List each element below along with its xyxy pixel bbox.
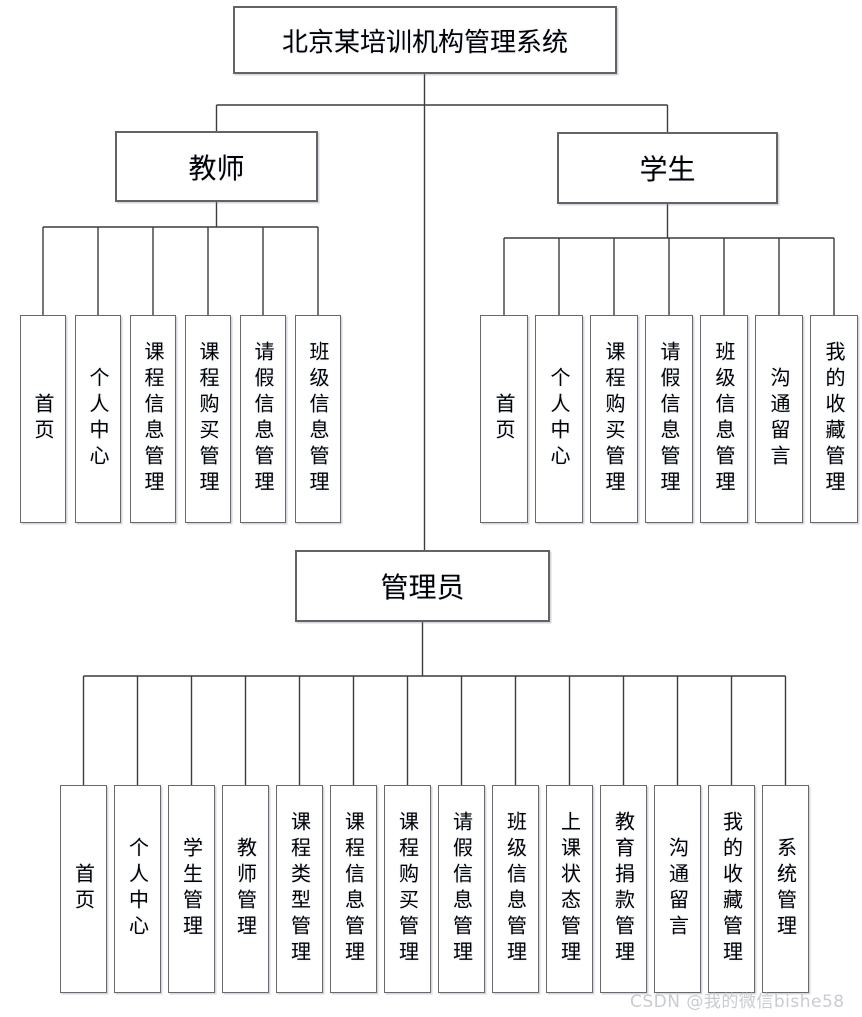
leaf-admin-course-purchase-mgmt: 课程购买管理 [384,785,431,993]
leaf-student-leave-info-mgmt: 请假信息管理 [645,315,693,523]
leaf-admin-leave-info-mgmt: 请假信息管理 [438,785,485,993]
leaf-student-home: 首页 [480,315,528,523]
root-node-system-title: 北京某培训机构管理系统 [233,6,617,74]
branch-node-teacher: 教师 [115,131,318,202]
leaf-admin-education-donation-mgmt: 教育捐款管理 [600,785,647,993]
branch-node-student: 学生 [557,132,778,204]
leaf-teacher-course-purchase-mgmt: 课程购买管理 [185,315,231,523]
branch-node-teacher-label: 教师 [188,151,245,185]
leaf-admin-personal-center: 个人中心 [114,785,161,993]
leaf-teacher-home: 首页 [20,315,66,523]
leaf-student-communication-msg: 沟通留言 [755,315,803,523]
admin-children-group: 首页 个人中心 学生管理 教师管理 课程类型管理 课程信息管理 课程购买管理 请… [60,785,809,993]
leaf-admin-class-info-mgmt: 班级信息管理 [492,785,539,993]
leaf-teacher-personal-center: 个人中心 [75,315,121,523]
branch-node-admin: 管理员 [295,550,550,622]
leaf-student-personal-center: 个人中心 [535,315,583,523]
root-node-label: 北京某培训机构管理系统 [281,27,568,58]
branch-node-student-label: 学生 [639,153,696,186]
leaf-admin-class-status-mgmt: 上课状态管理 [546,785,593,993]
leaf-student-class-info-mgmt: 班级信息管理 [700,315,748,523]
leaf-student-course-purchase-mgmt: 课程购买管理 [590,315,638,523]
leaf-teacher-class-info-mgmt: 班级信息管理 [295,315,341,523]
leaf-admin-teacher-mgmt: 教师管理 [222,785,269,993]
leaf-admin-communication-msg: 沟通留言 [654,785,701,993]
leaf-admin-course-info-mgmt: 课程信息管理 [330,785,377,993]
leaf-teacher-leave-info-mgmt: 请假信息管理 [240,315,286,523]
branch-node-admin-label: 管理员 [380,571,465,604]
leaf-teacher-course-info-mgmt: 课程信息管理 [130,315,176,523]
leaf-admin-system-mgmt: 系统管理 [762,785,809,993]
leaf-student-favorites-mgmt: 我的收藏管理 [810,315,858,523]
leaf-admin-student-mgmt: 学生管理 [168,785,215,993]
leaf-admin-favorites-mgmt: 我的收藏管理 [708,785,755,993]
leaf-admin-home: 首页 [60,785,107,993]
csdn-watermark: CSDN @我的微信bishe58 [630,992,845,1012]
teacher-children-group: 首页 个人中心 课程信息管理 课程购买管理 请假信息管理 班级信息管理 [20,315,341,523]
leaf-admin-course-type-mgmt: 课程类型管理 [276,785,323,993]
student-children-group: 首页 个人中心 课程购买管理 请假信息管理 班级信息管理 沟通留言 我的收藏管理 [480,315,858,523]
